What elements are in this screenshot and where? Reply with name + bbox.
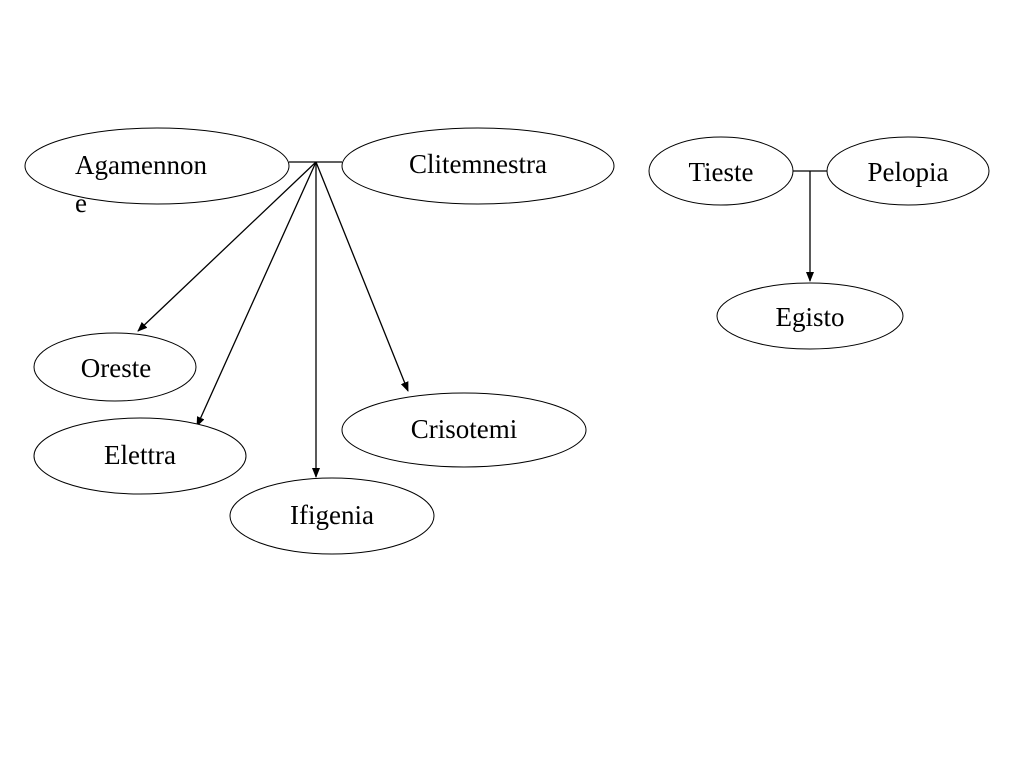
node-elettra: Elettra — [33, 417, 247, 495]
node-clitemnestra: Clitemnestra — [341, 127, 615, 205]
node-label-agamennone-line1: Agamennon — [75, 150, 207, 180]
node-label-clitemnestra: Clitemnestra — [409, 149, 547, 179]
node-label-pelopia: Pelopia — [868, 157, 949, 187]
edge-to-crisotemi — [315, 161, 409, 392]
node-oreste: Oreste — [33, 332, 197, 402]
node-label-tieste: Tieste — [688, 157, 753, 187]
node-ifigenia: Ifigenia — [229, 477, 435, 555]
node-label-ifigenia: Ifigenia — [290, 500, 374, 530]
node-crisotemi: Crisotemi — [341, 392, 587, 468]
edge-to-elettra — [196, 161, 317, 427]
node-label-elettra: Elettra — [104, 440, 176, 470]
node-tieste: Tieste — [648, 136, 794, 206]
node-label-crisotemi: Crisotemi — [411, 414, 518, 444]
node-label-oreste: Oreste — [81, 353, 151, 383]
node-label-egisto: Egisto — [775, 302, 844, 332]
node-label-agamennone-line2: e — [75, 188, 87, 218]
node-pelopia: Pelopia — [826, 136, 990, 206]
node-egisto: Egisto — [716, 282, 904, 350]
edge-to-oreste — [137, 161, 317, 332]
node-agamennone: Agamennon e — [24, 127, 290, 218]
